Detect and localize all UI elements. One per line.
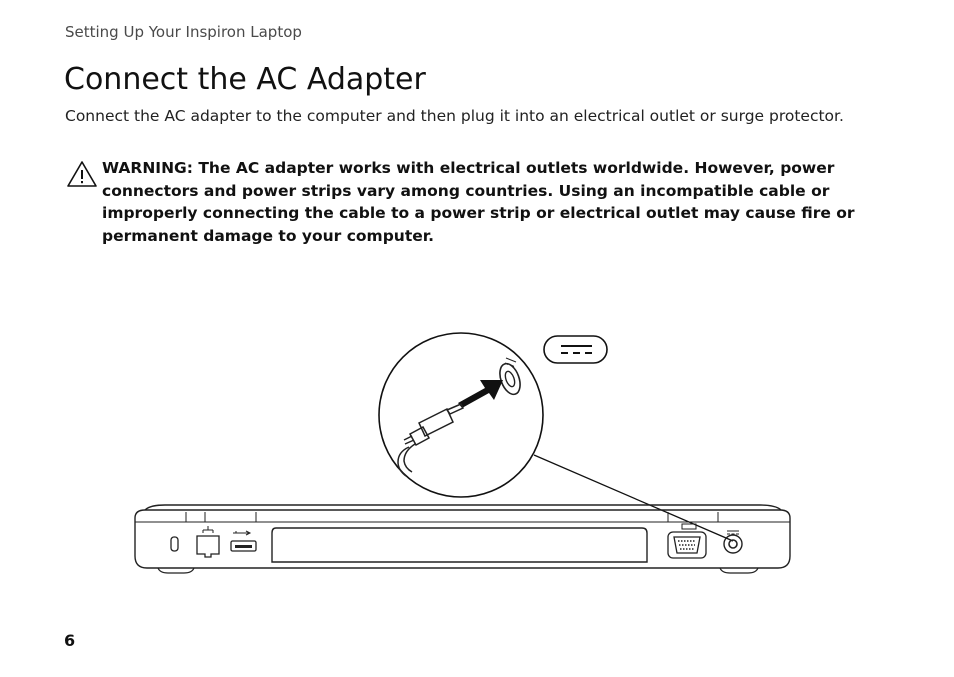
zoom-callout xyxy=(378,332,544,498)
laptop-body xyxy=(134,504,791,574)
warning-triangle-icon xyxy=(67,161,97,187)
page-title: Connect the AC Adapter xyxy=(64,62,426,97)
lock-slot-icon xyxy=(170,536,179,552)
vga-icon xyxy=(667,523,707,559)
warning-text: WARNING: The AC adapter works with elect… xyxy=(102,159,855,245)
intro-paragraph: Connect the AC adapter to the computer a… xyxy=(65,107,844,125)
running-header: Setting Up Your Inspiron Laptop xyxy=(65,23,302,41)
network-icon xyxy=(196,526,220,558)
dc-label-badge xyxy=(543,335,608,364)
page-number: 6 xyxy=(64,631,76,650)
callout-leader-line xyxy=(533,454,734,542)
dc-power-icon xyxy=(723,530,743,554)
usb-icon xyxy=(230,530,257,552)
